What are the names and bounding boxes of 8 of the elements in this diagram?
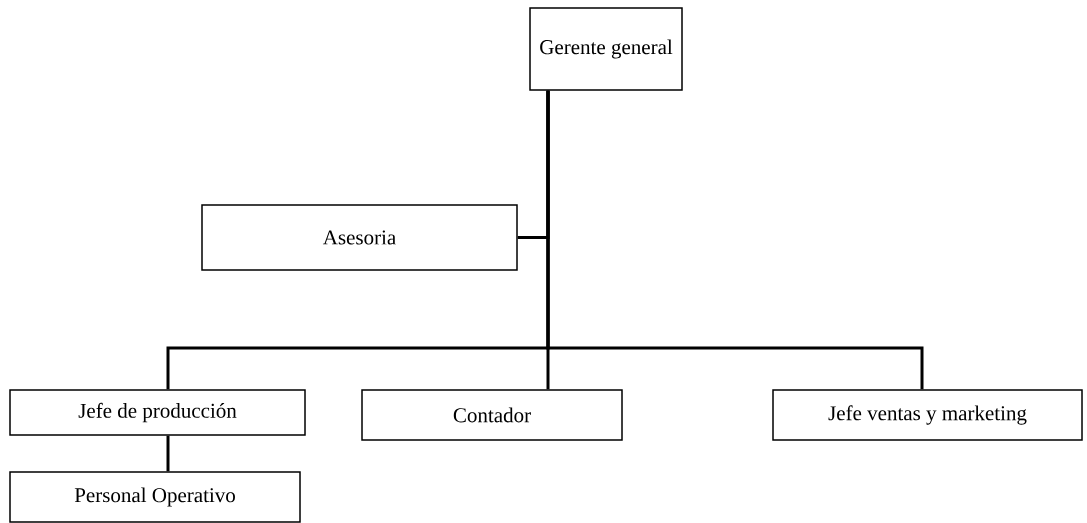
connector-line: [546, 90, 924, 390]
org-box: Personal Operativo: [9, 471, 301, 523]
org-box: Jefe ventas y marketing: [772, 389, 1083, 441]
org-box: Asesoria: [201, 204, 518, 271]
org-box: Gerente general: [529, 7, 683, 91]
org-box: Jefe de producción: [9, 389, 306, 436]
org-box: Contador: [361, 389, 623, 441]
connector-line: [166, 435, 170, 472]
